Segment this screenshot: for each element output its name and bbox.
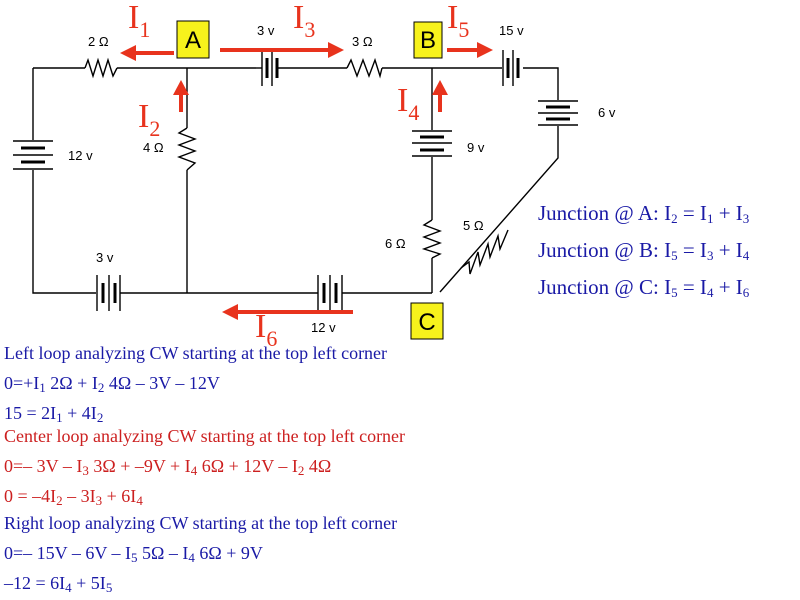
label-4ohm: 4 Ω — [143, 140, 164, 155]
battery-3v-bottom — [96, 275, 121, 311]
label-2ohm: 2 Ω — [88, 34, 109, 49]
wires — [32, 67, 559, 294]
current-label-i3: I3 — [293, 0, 315, 42]
right-loop-title: Right loop analyzing CW starting at the … — [4, 513, 398, 533]
left-loop-eq1: 0=+I1 2Ω + I2 4Ω – 3V – 12V — [4, 373, 220, 395]
battery-12v-left — [13, 140, 53, 170]
right-loop-eq2: –12 = 6I4 + 5I5 — [4, 573, 113, 595]
resistor-6ohm — [421, 219, 442, 259]
current-label-i4: I4 — [397, 82, 419, 125]
battery-6v — [538, 100, 578, 126]
label-6ohm: 6 Ω — [385, 236, 406, 251]
battery-3v-top — [256, 50, 279, 86]
left-loop-eq2: 15 = 2I1 + 4I2 — [4, 403, 104, 425]
label-12v-left: 12 v — [68, 148, 93, 163]
battery-12v-bottom — [317, 275, 343, 311]
right-loop-eq1: 0=– 15V – 6V – I5 5Ω – I4 6Ω + 9V — [4, 543, 263, 565]
left-loop-title: Left loop analyzing CW starting at the t… — [4, 343, 388, 363]
label-3ohm: 3 Ω — [352, 34, 373, 49]
junction-eq-c: Junction @ C: I5 = I4 + I6 — [538, 275, 750, 300]
current-arrows — [120, 42, 493, 320]
current-label-i6: I6 — [255, 308, 277, 351]
label-5ohm: 5 Ω — [463, 218, 484, 233]
center-loop-eq2: 0 = –4I2 – 3I3 + 6I4 — [4, 486, 143, 508]
current-label-i5: I5 — [447, 0, 469, 42]
resistor-3ohm — [346, 57, 383, 79]
resistor-4ohm — [177, 127, 197, 171]
label-12v-bottom: 12 v — [311, 320, 336, 335]
svg-text:A: A — [185, 27, 201, 54]
node-b: B — [413, 21, 443, 59]
node-c: C — [410, 302, 444, 340]
label-3v-bottom: 3 v — [96, 250, 114, 265]
battery-15v — [502, 50, 520, 86]
label-9v: 9 v — [467, 140, 485, 155]
center-loop-title: Center loop analyzing CW starting at the… — [4, 426, 406, 446]
battery-9v — [412, 130, 452, 157]
junction-eq-a: Junction @ A: I2 = I1 + I3 — [538, 201, 750, 226]
node-a: A — [176, 20, 210, 59]
label-15v: 15 v — [499, 23, 524, 38]
resistor-5ohm — [460, 229, 509, 275]
svg-text:B: B — [420, 27, 436, 54]
current-label-i1: I1 — [128, 0, 150, 42]
svg-text:C: C — [418, 309, 435, 336]
resistor-2ohm — [84, 57, 118, 79]
label-3v-top: 3 v — [257, 23, 275, 38]
label-6v: 6 v — [598, 105, 616, 120]
current-label-i2: I2 — [138, 98, 160, 141]
junction-eq-b: Junction @ B: I5 = I3 + I4 — [538, 238, 750, 263]
center-loop-eq1: 0=– 3V – I3 3Ω + –9V + I4 6Ω + 12V – I2 … — [4, 456, 332, 478]
